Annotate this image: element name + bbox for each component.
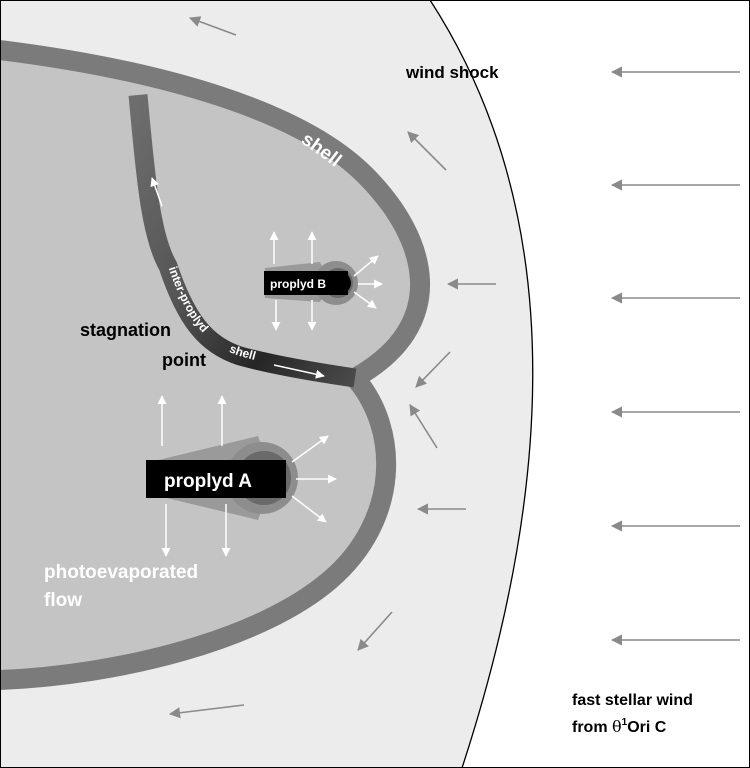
flow-arrow [353, 291, 377, 309]
proplyd-a-group [146, 436, 298, 520]
proplyd-b-box [264, 271, 348, 295]
photoevaporated-flow-label-line1: photoevaporated [44, 562, 198, 583]
wind-arrow [407, 131, 447, 171]
wind-arrow [168, 704, 245, 719]
wind-shock-label: wind shock [405, 63, 499, 82]
proplyd-a-label: proplyd A [164, 471, 252, 492]
wind-arrows [168, 16, 740, 719]
stagnation-point-label-line1: stagnation [80, 320, 171, 340]
flow-arrow [353, 255, 379, 277]
wind-arrow [357, 611, 393, 651]
photoevaporated-flow-label-line2: flow [44, 590, 82, 611]
fast-wind-label-line1: fast stellar wind [572, 692, 693, 709]
flow-arrows [150, 177, 383, 557]
proplyd-a-box [146, 460, 286, 498]
inner-region [0, 50, 421, 680]
flow-arrow [273, 364, 325, 379]
fast-wind-label-line2: from θ1Ori C [572, 717, 667, 736]
stagnation-point-label-line2: point [162, 350, 206, 370]
proplyd-b-label: proplyd B [270, 277, 326, 291]
flow-arrow [150, 177, 163, 207]
flow-arrow [291, 495, 327, 523]
flow-arrow [291, 435, 329, 463]
wind-arrow [415, 351, 451, 388]
inter-proplyd-shell [128, 94, 357, 388]
proplyd-b-group [264, 261, 358, 305]
wind-arrow [188, 16, 237, 36]
wind-arrow [409, 404, 438, 449]
shell-boundary [0, 40, 431, 690]
wind-shock-line [429, 0, 534, 768]
